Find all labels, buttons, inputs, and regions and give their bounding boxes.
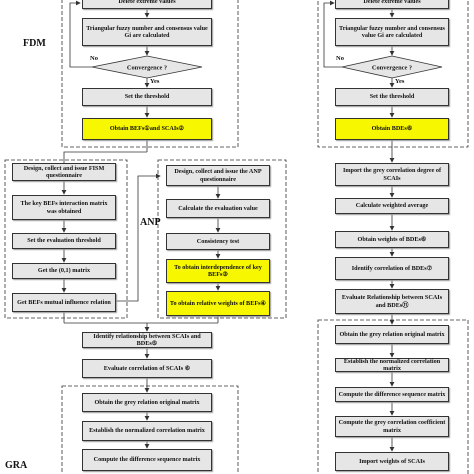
- section-label-anp: ANP: [140, 217, 161, 228]
- step-normalized-right: Establish the normalized correlation mat…: [335, 358, 449, 372]
- step-difference-right: Compute the difference sequence matrix: [335, 387, 449, 402]
- step-weighted-average: Calculate weighted average: [335, 198, 449, 214]
- step-anp-questionnaire: Design, collect and issue the ANP questi…: [166, 165, 270, 186]
- step-evaluate-correlation-scais: Evaluate correlation of SCAIs ⑥: [82, 359, 212, 378]
- step-consistency-test: Consistency test: [166, 233, 270, 250]
- step-set-threshold-left: Set the threshold: [82, 88, 212, 106]
- fism-group: [4, 159, 128, 319]
- no-label-left: No: [90, 55, 98, 62]
- step-obtain-weights-bdes: Obtain weights of BDEs⑥: [335, 231, 449, 248]
- convergence-label-left: Convergence ?: [127, 65, 167, 72]
- step-identify-correlation-bdes: Identify correlation of BDEs⑦: [335, 257, 449, 280]
- step-difference-left: Compute the difference sequence matrix: [82, 449, 212, 471]
- step-delete-extreme-left: Delete extreme values: [82, 0, 212, 9]
- step-obtain-bdes: Obtain BDEs⑥: [335, 118, 449, 140]
- step-set-threshold-right: Set the threshold: [335, 88, 449, 106]
- yes-label-right: Yes: [395, 78, 405, 85]
- gra-left-group: [61, 385, 239, 474]
- step-zero-one-matrix: Get the (0,1) matrix: [12, 263, 116, 279]
- step-fism-questionnaire: Design, collect and issue FISM questionn…: [12, 163, 116, 181]
- step-relative-weights-befs: To obtain relative weights of BEFs④: [166, 291, 270, 316]
- yes-label-left: Yes: [150, 78, 160, 85]
- step-triangular-fuzzy-left: Triangular fuzzy number and consensus va…: [82, 18, 212, 46]
- step-delete-extreme-right: Delete extreme values: [335, 0, 449, 9]
- step-calculate-evaluation: Calculate the evaluation value: [166, 199, 270, 218]
- step-interdependence-befs: To obtain interdependence of key BEFs③: [166, 259, 270, 283]
- step-identify-relationship: Identify relationship between SCAIs and …: [82, 332, 212, 348]
- fdm-right-group: [317, 0, 469, 148]
- step-import-grey-correlation: Import the grey correlation degree of SC…: [335, 163, 449, 186]
- step-mutual-influence: Get BEFs mutual influence relation: [12, 293, 116, 312]
- fdm-left-group: [61, 0, 239, 148]
- anp-group: [157, 159, 287, 319]
- step-interaction-matrix: The key BEFs interaction matrix was obta…: [12, 195, 116, 220]
- step-triangular-fuzzy-right: Triangular fuzzy number and consensus va…: [335, 18, 449, 46]
- step-obtain-befs-scais: Obtain BEFs①and SCAIs②: [82, 118, 212, 140]
- no-label-right: No: [336, 55, 344, 62]
- step-grey-original-left: Obtain the grey relation original matrix: [82, 393, 212, 412]
- step-import-weights-scais: Import weights of SCAIs: [335, 452, 449, 471]
- section-label-fdm: FDM: [23, 38, 46, 49]
- step-coefficient-right: Compute the grey correlation coefficient…: [335, 416, 449, 437]
- step-evaluation-threshold: Set the evaluation threshold: [12, 233, 116, 249]
- section-label-gra: GRA: [5, 460, 28, 471]
- convergence-label-right: Convergence ?: [372, 65, 412, 72]
- step-grey-original-right: Obtain the grey relation original matrix: [335, 325, 449, 344]
- step-evaluate-relationship: Evaluate Relationship between SCAIs and …: [335, 289, 449, 314]
- step-normalized-left: Establish the normalized correlation mat…: [82, 421, 212, 441]
